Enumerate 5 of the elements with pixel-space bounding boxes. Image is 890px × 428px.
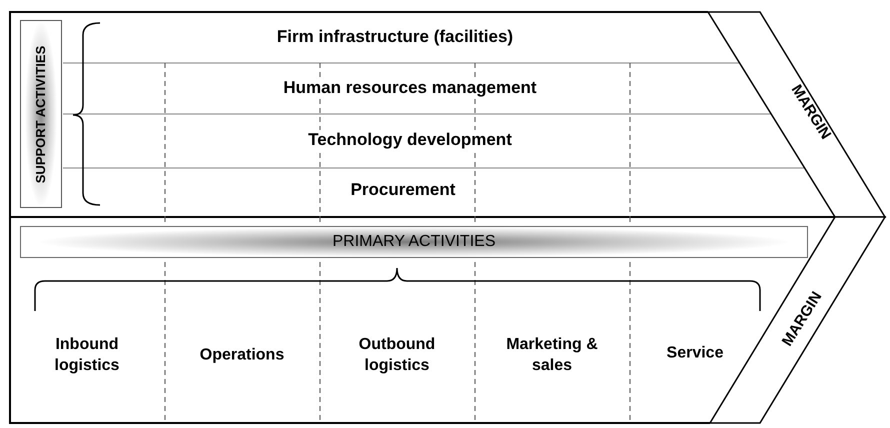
- heading-bar: [20, 226, 808, 258]
- label-box: [20, 20, 62, 208]
- support-activity-label: Technology development: [306, 130, 514, 150]
- vertical-label: SUPPORT ACTIVITIES: [34, 45, 48, 183]
- heading-text: PRIMARY ACTIVITIES: [332, 233, 496, 251]
